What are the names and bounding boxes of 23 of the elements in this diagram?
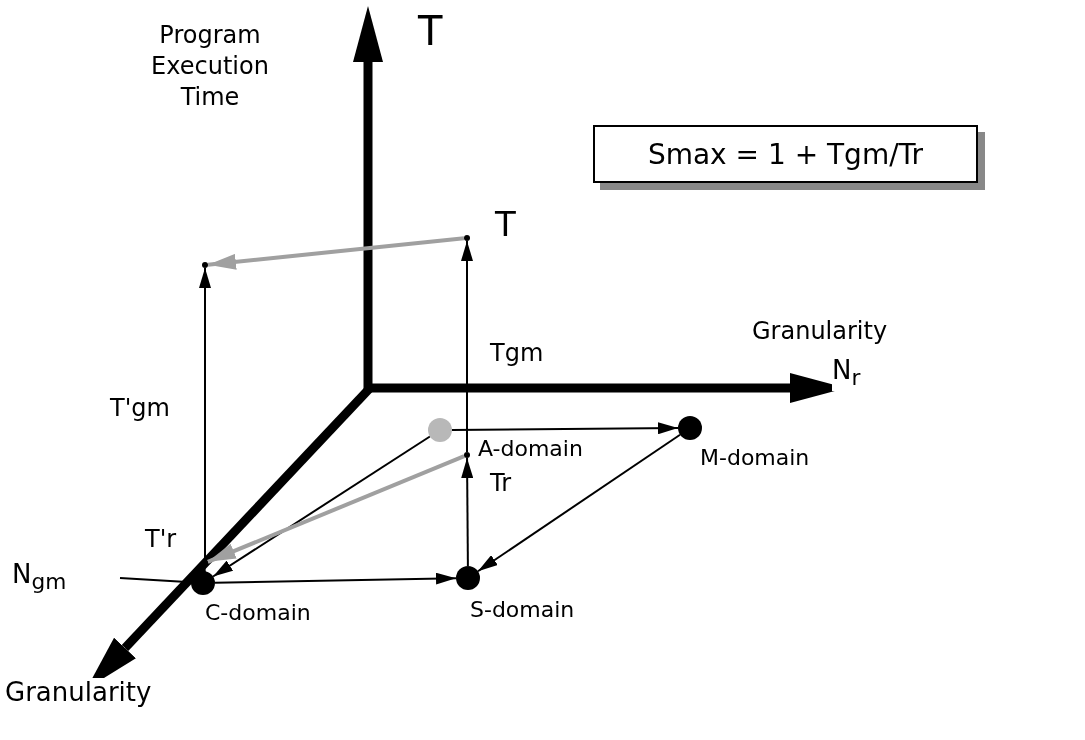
axis-label: N$_{r}$ bbox=[832, 356, 861, 392]
edge-label: Tgm bbox=[490, 340, 544, 368]
arrow bbox=[476, 433, 682, 573]
arrow bbox=[461, 240, 473, 453]
arrow bbox=[207, 236, 465, 270]
junction-point bbox=[464, 452, 470, 458]
domain-dot bbox=[191, 571, 215, 595]
axis-label: N$_{gm}$ bbox=[12, 560, 67, 596]
arrow bbox=[461, 457, 474, 567]
domain-dot bbox=[456, 566, 480, 590]
arrow bbox=[212, 435, 431, 578]
arrow bbox=[207, 454, 465, 564]
edge-label: T'gm bbox=[110, 395, 170, 423]
axis-title: Granularity bbox=[752, 318, 888, 346]
domain-dot bbox=[428, 418, 452, 442]
arrow bbox=[199, 267, 211, 561]
axis-title: Granularity bbox=[5, 678, 152, 708]
formula-text: Smax = 1 + Tgm/Tr bbox=[647, 137, 924, 171]
junction-point bbox=[464, 235, 470, 241]
arrow bbox=[451, 422, 679, 435]
domain-dot bbox=[678, 416, 702, 440]
arrow bbox=[214, 572, 457, 585]
junction-point bbox=[202, 262, 208, 268]
